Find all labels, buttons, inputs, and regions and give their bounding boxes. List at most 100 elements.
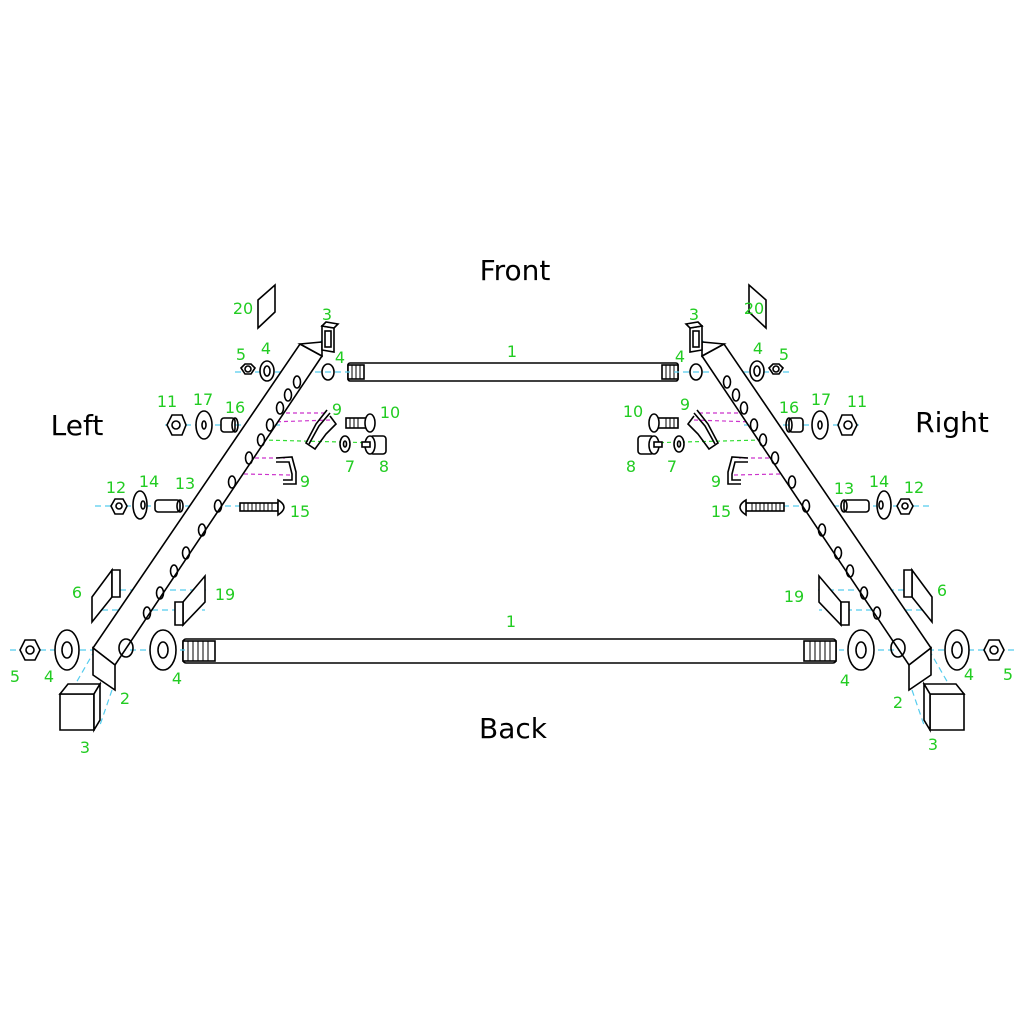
front-label: Front <box>480 254 551 287</box>
left-bottom-end-cap <box>58 681 102 733</box>
right-part-17: 17 <box>811 390 831 409</box>
front-tube <box>347 362 679 382</box>
right-part-15: 15 <box>711 502 731 521</box>
left-top-nut <box>239 363 257 375</box>
right-bracket-19 <box>818 573 850 627</box>
left-spacer-13 <box>154 499 184 513</box>
right-spacer-16 <box>785 417 804 433</box>
left-top-washer <box>259 360 275 382</box>
left-part-17: 17 <box>193 390 213 409</box>
left-part-3-top: 3 <box>322 305 332 324</box>
left-part-9-a: 9 <box>332 400 342 419</box>
right-pin-10 <box>648 413 679 433</box>
back-label: Back <box>479 712 548 745</box>
left-part-19: 19 <box>215 585 235 604</box>
right-knob-8 <box>637 435 663 455</box>
back-tube-part-1: 1 <box>506 612 516 631</box>
left-part-8: 8 <box>379 457 389 476</box>
left-part-11: 11 <box>157 392 177 411</box>
left-part-3-bottom: 3 <box>80 738 90 757</box>
right-bolt-15 <box>739 498 785 517</box>
left-bottom-washer-inner <box>149 629 177 671</box>
left-part-4-top-b: 4 <box>335 348 345 367</box>
left-part-10: 10 <box>380 403 400 422</box>
right-bottom-nut <box>983 639 1005 661</box>
right-side-assembly <box>637 283 1014 733</box>
left-side-rail <box>91 341 335 692</box>
left-bracket-19 <box>174 573 206 627</box>
left-part-4-bottom-b: 4 <box>172 669 182 688</box>
right-part-4-top-a: 4 <box>753 339 763 358</box>
right-bottom-washer-inner <box>847 629 875 671</box>
left-bottom-washer-outer <box>54 629 80 671</box>
left-part-4-top-a: 4 <box>261 339 271 358</box>
left-part-5-bottom: 5 <box>10 667 20 686</box>
left-part-9-b: 9 <box>300 472 310 491</box>
right-part-8: 8 <box>626 457 636 476</box>
right-part-12: 12 <box>904 478 924 497</box>
right-top-nut <box>767 363 785 375</box>
left-part-2: 2 <box>120 689 130 708</box>
right-hook-lower <box>727 456 749 485</box>
right-part-4-bottom-a: 4 <box>964 665 974 684</box>
right-part-2: 2 <box>893 693 903 712</box>
left-part-6: 6 <box>72 583 82 602</box>
left-hook-lower <box>275 456 297 485</box>
left-spacer-16 <box>220 417 239 433</box>
right-part-6: 6 <box>937 581 947 600</box>
right-locknut-11 <box>837 414 858 436</box>
left-side-assembly <box>10 283 387 733</box>
right-part-16: 16 <box>779 398 799 417</box>
left-part-13: 13 <box>175 474 195 493</box>
right-part-5-bottom: 5 <box>1003 665 1013 684</box>
right-part-20: 20 <box>744 299 764 318</box>
right-part-4-bottom-b: 4 <box>840 671 850 690</box>
front-tube-part-1: 1 <box>507 342 517 361</box>
right-side-rail <box>689 341 933 692</box>
right-locknut-12 <box>896 498 914 515</box>
right-washer-17 <box>811 410 829 440</box>
left-part-12: 12 <box>106 478 126 497</box>
left-knob-8 <box>361 435 387 455</box>
back-tube <box>182 638 837 664</box>
left-bracket-6 <box>91 567 121 625</box>
right-bracket-6 <box>903 567 933 625</box>
left-locknut-11 <box>166 414 187 436</box>
left-washer-14 <box>132 490 148 520</box>
left-part-4-bottom-a: 4 <box>44 667 54 686</box>
right-part-labels: 20 3 5 4 4 11 17 16 9 10 7 8 9 12 14 13 … <box>623 299 1013 754</box>
left-hook-upper <box>304 409 338 451</box>
right-part-14: 14 <box>869 472 889 491</box>
left-part-5-top: 5 <box>236 345 246 364</box>
right-part-13: 13 <box>834 479 854 498</box>
right-bottom-washer-outer <box>944 629 970 671</box>
left-pin-10 <box>345 413 376 433</box>
left-cover-plate <box>257 283 276 330</box>
right-washer-14 <box>876 490 892 520</box>
left-bottom-nut <box>19 639 41 661</box>
left-washer-17 <box>195 410 213 440</box>
right-part-9-b: 9 <box>711 472 721 491</box>
right-part-3-top: 3 <box>689 305 699 324</box>
left-washer-7 <box>339 435 351 453</box>
left-label: Left <box>51 409 104 442</box>
left-part-7: 7 <box>345 457 355 476</box>
right-part-9-a: 9 <box>680 395 690 414</box>
right-label: Right <box>915 406 989 439</box>
left-part-20: 20 <box>233 299 253 318</box>
right-part-19: 19 <box>784 587 804 606</box>
right-bottom-end-cap <box>922 681 966 733</box>
left-part-14: 14 <box>139 472 159 491</box>
right-part-7: 7 <box>667 457 677 476</box>
right-part-11: 11 <box>847 392 867 411</box>
left-part-15: 15 <box>290 502 310 521</box>
right-cover-plate <box>748 283 767 330</box>
right-part-5-top: 5 <box>779 345 789 364</box>
right-spacer-13 <box>840 499 870 513</box>
right-top-washer <box>749 360 765 382</box>
left-bolt-15 <box>239 498 285 517</box>
right-washer-7 <box>673 435 685 453</box>
left-part-16: 16 <box>225 398 245 417</box>
right-part-3-bottom: 3 <box>928 735 938 754</box>
